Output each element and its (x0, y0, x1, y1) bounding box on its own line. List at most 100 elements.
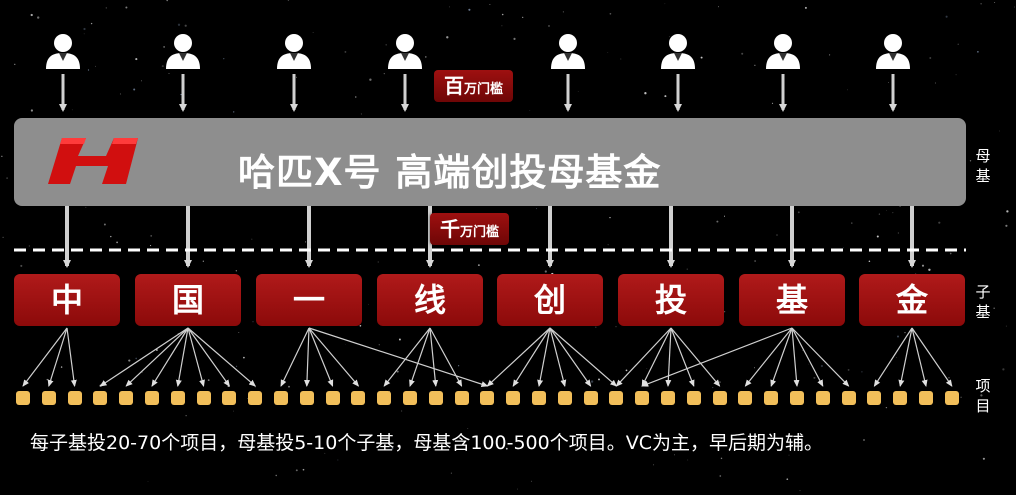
project-square (557, 391, 572, 405)
star (716, 220, 719, 223)
star (95, 65, 96, 67)
person-icon (385, 32, 425, 82)
project-arrow (873, 327, 913, 387)
star (719, 475, 722, 477)
threshold-bottom-big: 千 (440, 217, 460, 241)
project-square (764, 391, 779, 405)
star (813, 376, 816, 379)
side-label-char: 目 (975, 397, 991, 415)
star (771, 102, 774, 105)
sub-fund-box: 投 (618, 274, 724, 326)
star (467, 428, 469, 429)
project-square (274, 391, 288, 405)
project-arrow (429, 327, 463, 387)
project-arrow (486, 327, 551, 387)
star (607, 51, 609, 53)
star (938, 221, 941, 224)
star (980, 3, 982, 5)
star (892, 212, 894, 214)
side-label-char: 基 (975, 303, 991, 321)
sub-fund-box: 国 (135, 274, 241, 326)
star (295, 469, 298, 472)
star (401, 410, 403, 412)
project-arrow (99, 327, 189, 387)
star (359, 324, 362, 327)
star (251, 238, 253, 240)
star (1005, 224, 1008, 227)
sub-fund-box: 线 (377, 274, 483, 326)
star (133, 88, 136, 91)
star (150, 235, 153, 237)
star (897, 232, 899, 234)
star (312, 32, 314, 34)
star (897, 335, 899, 338)
project-arrow (791, 327, 824, 387)
star (30, 109, 34, 112)
star (185, 415, 187, 417)
project-arrow (187, 327, 205, 387)
star (723, 215, 726, 217)
star (754, 260, 756, 262)
star (590, 380, 594, 383)
star (788, 454, 790, 456)
sub-fund-box: 金 (859, 274, 965, 326)
project-square (119, 391, 134, 405)
sub-fund-box: 中 (14, 274, 120, 326)
project-square (919, 391, 933, 405)
project-arrow (151, 327, 189, 387)
project-square (506, 391, 521, 405)
red-h-logo (48, 138, 138, 184)
project-arrow (308, 327, 489, 387)
star (741, 52, 744, 55)
star (238, 332, 240, 334)
star (615, 326, 617, 328)
star (598, 378, 600, 381)
star (296, 76, 298, 78)
star (664, 95, 667, 98)
project-square (893, 391, 908, 405)
star (85, 206, 87, 208)
star (717, 6, 720, 8)
project-arrow (187, 327, 256, 387)
star (644, 92, 647, 95)
star (60, 366, 63, 368)
project-arrow (280, 327, 310, 387)
person-icon (763, 32, 803, 82)
star (776, 234, 778, 236)
project-square (196, 391, 211, 405)
project-arrow (665, 327, 672, 387)
star (180, 94, 182, 96)
star (878, 213, 881, 215)
project-arrow (670, 327, 721, 387)
star (378, 344, 380, 346)
star (391, 447, 394, 450)
project-arrow (47, 327, 68, 387)
star (396, 370, 399, 373)
project-arrow (22, 327, 68, 387)
star (607, 244, 609, 246)
star (369, 78, 372, 81)
project-arrow (641, 327, 793, 387)
star (885, 406, 888, 409)
star (904, 331, 906, 334)
project-square (532, 391, 546, 405)
project-square (686, 391, 701, 405)
project-square (67, 391, 82, 405)
project-square (428, 391, 443, 405)
person-icon (873, 32, 913, 82)
star (150, 245, 152, 247)
side-label-char: 母 (975, 147, 991, 165)
star (720, 457, 723, 460)
star (360, 113, 362, 115)
project-arrow (383, 327, 431, 387)
star (501, 13, 504, 16)
project-square (351, 391, 366, 405)
star (700, 56, 703, 59)
side-label-project: 项 目 (972, 376, 994, 416)
star (724, 311, 726, 313)
star (948, 377, 950, 379)
star (949, 252, 952, 255)
star (90, 22, 93, 25)
